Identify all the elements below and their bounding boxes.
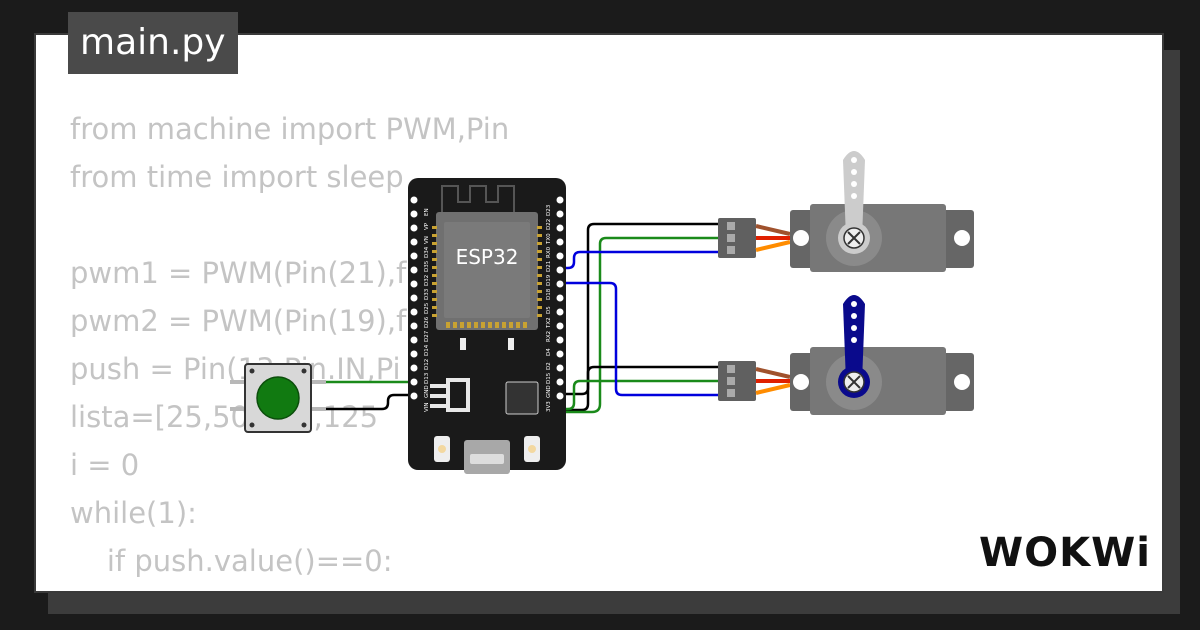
code-line: from time import sleep: [70, 160, 404, 194]
pin-label: D34: [424, 246, 430, 258]
right-pin-labels: D23 D22 TX0 RX0 D21 D19 D18 D5 TX2 RX2 D…: [546, 204, 552, 412]
push-button-cap[interactable]: [256, 376, 300, 420]
wokwi-logo[interactable]: WOKWi: [980, 526, 1150, 578]
pin-label: RX0: [546, 246, 552, 258]
code-block: from machine import PWM,Pin from time im…: [70, 105, 509, 585]
pin-label: VN: [424, 236, 430, 244]
pin-label: 3V3: [546, 401, 552, 412]
pin-label: D19: [546, 274, 552, 286]
file-tab-main-py[interactable]: main.py: [68, 12, 238, 74]
servo1-connector: [718, 218, 756, 258]
pin-label: VIN: [424, 403, 430, 413]
wire-servo1-green: [560, 236, 728, 414]
pin-label: D14: [424, 344, 430, 356]
pin-label: D5: [546, 306, 552, 314]
pin-label: D2: [546, 362, 552, 370]
left-pin-header: [410, 196, 418, 400]
logo-text: WOKWi: [980, 530, 1150, 576]
pin-label: D27: [424, 330, 430, 342]
pin-label: D26: [424, 316, 430, 328]
code-line: from machine import PWM,Pin: [70, 112, 510, 146]
code-line: if push.value()==0:: [70, 544, 393, 578]
push-button[interactable]: [230, 363, 326, 433]
pin-label: GND: [424, 385, 430, 398]
code-line: while(1):: [70, 496, 197, 530]
pin-label: D35: [424, 260, 430, 272]
left-pin-labels: EN VP VN D34 D35 D32 D33 D25 D26 D27 D14…: [424, 208, 430, 412]
pin-label: D13: [424, 372, 430, 384]
code-line: pwm2 = PWM(Pin(19),f: [70, 304, 407, 338]
pin-label: D21: [546, 261, 552, 272]
wire-servo2-green: [560, 379, 728, 411]
pin-label: EN: [424, 208, 430, 216]
right-pin-header: [556, 196, 564, 400]
board-label: ESP32: [456, 245, 519, 269]
servo-2[interactable]: [718, 295, 974, 415]
wires: [322, 222, 728, 414]
code-line: i = 0: [70, 448, 140, 482]
servo2-connector: [718, 361, 756, 401]
pin-label: D23: [546, 204, 552, 216]
pin-label: D12: [424, 359, 430, 370]
pin-label: D33: [424, 288, 430, 300]
wire-servo2-blue: [560, 281, 728, 397]
pin-label: D22: [546, 219, 552, 230]
esp32-board[interactable]: ESP32: [408, 178, 566, 474]
pin-label: D25: [424, 302, 430, 314]
pin-label: D18: [546, 288, 552, 300]
wire-servo1-blue: [560, 250, 728, 270]
pin-label: D4: [546, 348, 552, 356]
usb-chip: [505, 381, 539, 415]
pin-label: D15: [546, 372, 552, 384]
wire-servo1-black: [560, 222, 728, 412]
pin-label: D32: [424, 275, 430, 286]
pin-label: VP: [424, 222, 430, 230]
servo-1[interactable]: [718, 151, 974, 272]
pin-label: GND: [546, 385, 552, 398]
pin-label: RX2: [546, 331, 552, 342]
code-line: lista=[25,50, 00,125: [70, 400, 379, 434]
wire-button-black: [322, 393, 414, 411]
pin-label: TX0: [546, 233, 552, 245]
pin-label: TX2: [546, 317, 552, 329]
code-line: pwm1 = PWM(Pin(21),f: [70, 256, 407, 290]
